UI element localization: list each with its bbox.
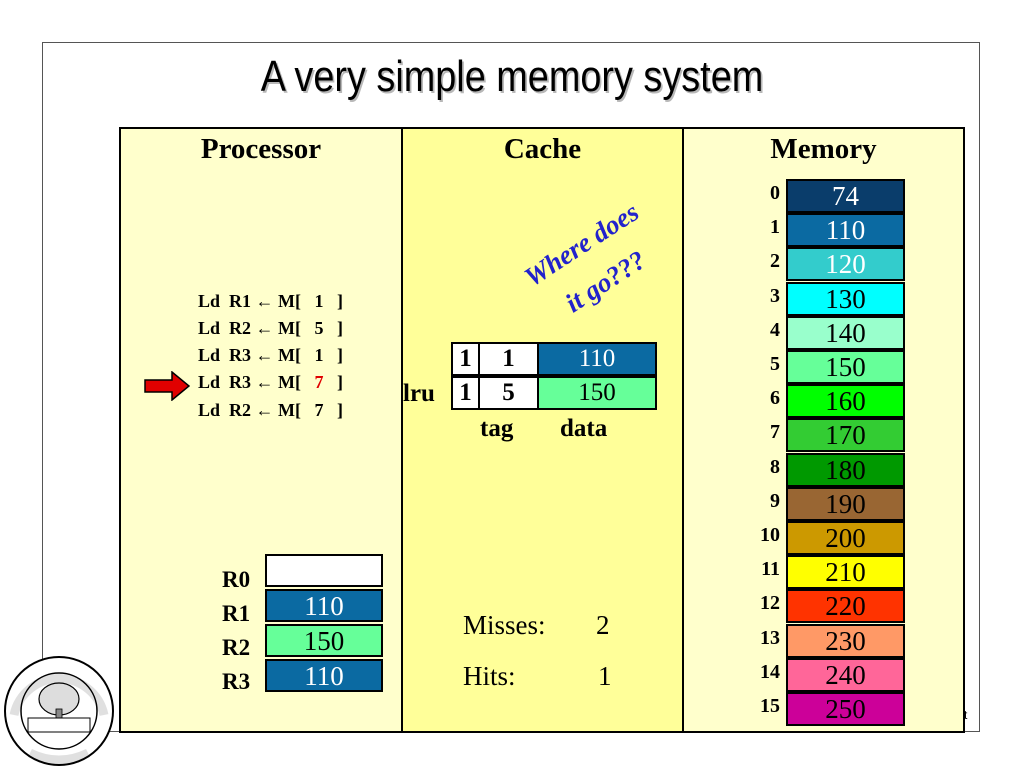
memory-cell: 74	[786, 179, 905, 213]
memory-cell: 240	[786, 658, 905, 692]
memory-cell: 110	[786, 213, 905, 247]
memory-cell: 150	[786, 350, 905, 384]
memory-address: 12	[760, 592, 780, 614]
cache-tag: 5	[478, 376, 539, 410]
register-label: R0	[222, 567, 251, 592]
memory-cell: 140	[786, 316, 905, 350]
hits-label: Hits:	[463, 661, 516, 691]
memory-cell: 250	[786, 692, 905, 726]
memory-address: 6	[770, 387, 780, 409]
memory-cell: 210	[786, 555, 905, 589]
memory-address: 1	[770, 216, 780, 238]
cache-data: 150	[537, 376, 657, 410]
memory-cell: 190	[786, 487, 905, 521]
memory-cell: 200	[786, 521, 905, 555]
instruction-line: Ld R2 ← M[ 5 ]	[198, 318, 343, 338]
cache-tag: 1	[478, 342, 539, 376]
program-counter-arrow-icon	[144, 371, 190, 401]
memory-address: 14	[760, 661, 780, 683]
register-value: 110	[265, 659, 383, 692]
memory-cell: 220	[786, 589, 905, 623]
university-seal-logo	[4, 656, 114, 766]
register-value: 110	[265, 589, 383, 622]
memory-address: 9	[770, 490, 780, 512]
memory-address: 13	[760, 627, 780, 649]
memory-address: 15	[760, 695, 780, 717]
memory-cell: 230	[786, 624, 905, 658]
memory-cell: 120	[786, 247, 905, 281]
instruction-line: Ld R1 ← M[ 1 ]	[198, 291, 343, 311]
instruction-line: Ld R3 ← M[ 1 ]	[198, 345, 343, 365]
processor-heading: Processor	[200, 133, 322, 165]
register-value: 150	[265, 624, 383, 657]
memory-address: 0	[770, 182, 780, 204]
slide-title: A very simple memory system	[260, 52, 764, 101]
lru-label: lru	[403, 380, 435, 407]
cache-heading: Cache	[503, 133, 582, 165]
memory-cell: 170	[786, 418, 905, 452]
cache-panel: Cache	[401, 127, 684, 733]
register-label: R2	[222, 635, 251, 660]
memory-address: 11	[761, 558, 780, 580]
data-column-label: data	[560, 415, 608, 442]
instruction-prefix: Ld R3 ← M[	[198, 372, 315, 392]
misses-label: Misses:	[463, 610, 546, 640]
footer-fragment: t	[964, 708, 968, 722]
memory-heading: Memory	[770, 133, 877, 165]
cache-valid-bit: 1	[451, 342, 480, 376]
cache-data: 110	[537, 342, 657, 376]
memory-address: 3	[770, 285, 780, 307]
register-value	[265, 554, 383, 587]
memory-address: 8	[770, 456, 780, 478]
memory-address: 5	[770, 353, 780, 375]
memory-cell: 160	[786, 384, 905, 418]
memory-cell: 130	[786, 282, 905, 316]
misses-count: 2	[596, 610, 610, 640]
instruction-line-current: Ld R3 ← M[ 7 ]	[198, 372, 343, 393]
memory-address: 7	[770, 421, 780, 443]
memory-address: 2	[770, 250, 780, 272]
register-label: R3	[222, 669, 251, 694]
hits-count: 1	[598, 661, 612, 691]
memory-address: 10	[760, 524, 780, 546]
cache-valid-bit: 1	[451, 376, 480, 410]
instruction-line: Ld R2 ← M[ 7 ]	[198, 400, 343, 420]
instruction-suffix: ]	[323, 372, 343, 392]
tag-column-label: tag	[480, 415, 514, 442]
register-label: R1	[222, 601, 251, 626]
instruction-highlight-address: 7	[314, 372, 324, 392]
processor-panel: Processor	[119, 127, 403, 733]
memory-cell: 180	[786, 453, 905, 487]
memory-address: 4	[770, 319, 780, 341]
